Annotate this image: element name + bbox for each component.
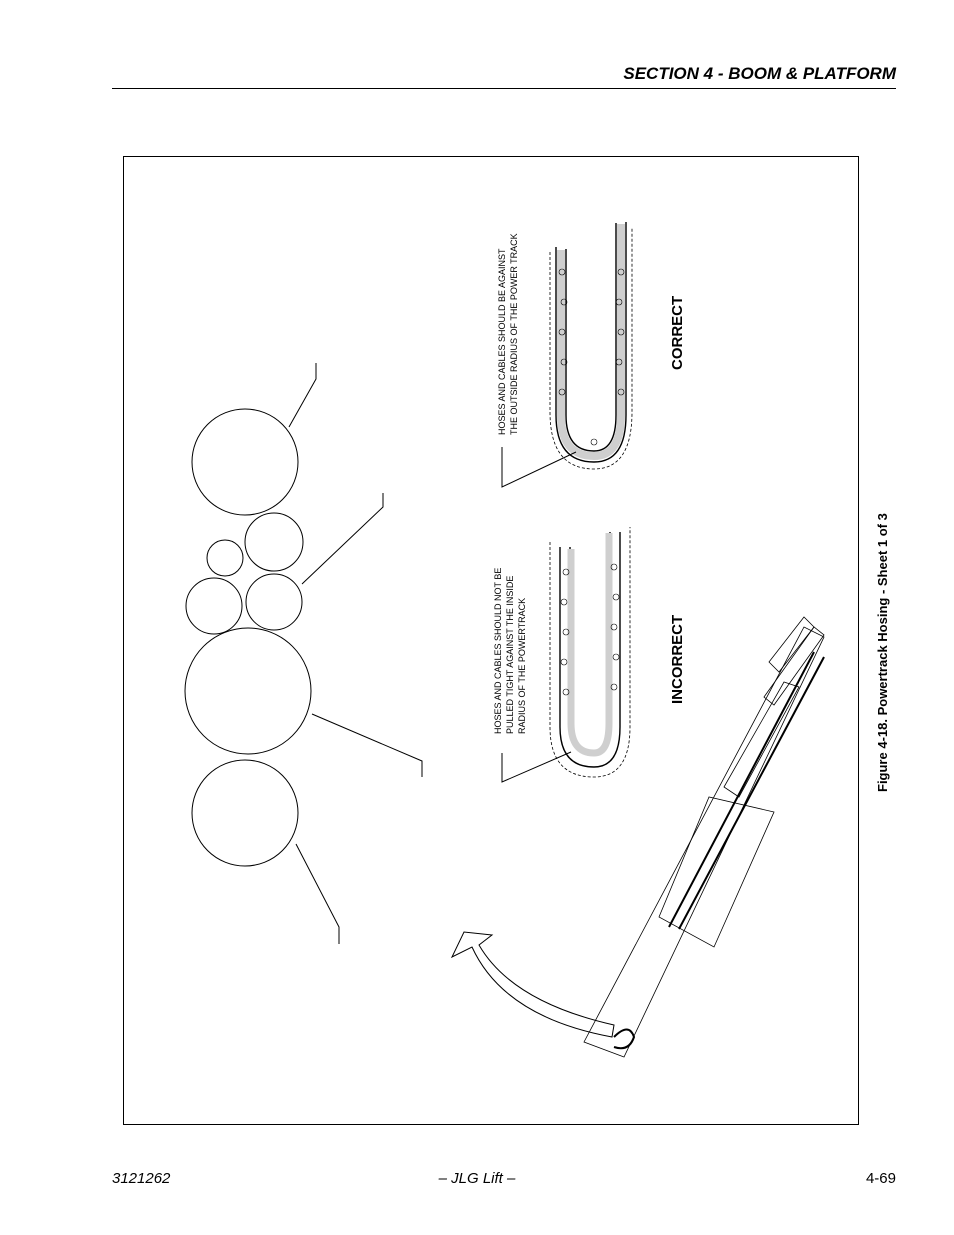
figure-frame: INCORRECT HOSES AND CABLES SHOULD NOT BE… [123, 156, 859, 1125]
hose-circle-large-top [191, 408, 299, 516]
figure-caption: Figure 4-18. Powertrack Hosing - Sheet 1… [875, 513, 890, 792]
correct-title: CORRECT [669, 296, 686, 370]
hose-circle-medium-upper [244, 512, 304, 572]
hose-circle-small [206, 539, 244, 577]
header-divider [112, 88, 896, 89]
hose-circle-medium-lower [245, 573, 303, 631]
leader-line-4 [295, 843, 340, 944]
hose-circle-medium-left [185, 577, 243, 635]
footer-page-number: 4-69 [865, 1170, 896, 1187]
incorrect-powertrack [549, 527, 631, 778]
hose-circle-large-bottom [191, 759, 299, 867]
correct-powertrack [549, 222, 633, 470]
correct-note-line-2: THE OUTSIDE RADIUS OF THE POWER TRACK [509, 233, 519, 435]
incorrect-note-line-2: PULLED TIGHT AGAINST THE INSIDE [505, 576, 515, 734]
leader-line-3 [311, 713, 423, 777]
boom-sketch [583, 616, 825, 1058]
footer-publisher: – JLG Lift – [438, 1170, 516, 1187]
correct-note-line-1: HOSES AND CABLES SHOULD BE AGAINST [497, 248, 507, 435]
section-title: SECTION 4 - BOOM & PLATFORM [623, 64, 896, 83]
incorrect-note-line-1: HOSES AND CABLES SHOULD NOT BE [493, 568, 503, 734]
footer-doc-number: 3121262 [112, 1170, 171, 1187]
leader-line-1 [288, 363, 317, 428]
powertrack-hosing-diagram: INCORRECT HOSES AND CABLES SHOULD NOT BE… [184, 222, 825, 1058]
incorrect-title: INCORRECT [669, 615, 686, 704]
leader-line-2 [301, 493, 384, 585]
hose-circle-large-middle [184, 627, 312, 755]
rotation-arrow [450, 931, 615, 1038]
correct-note-leader [501, 447, 577, 488]
incorrect-note-line-3: RADIUS OF THE POWERTRACK [517, 598, 527, 734]
incorrect-note-leader [501, 751, 572, 783]
